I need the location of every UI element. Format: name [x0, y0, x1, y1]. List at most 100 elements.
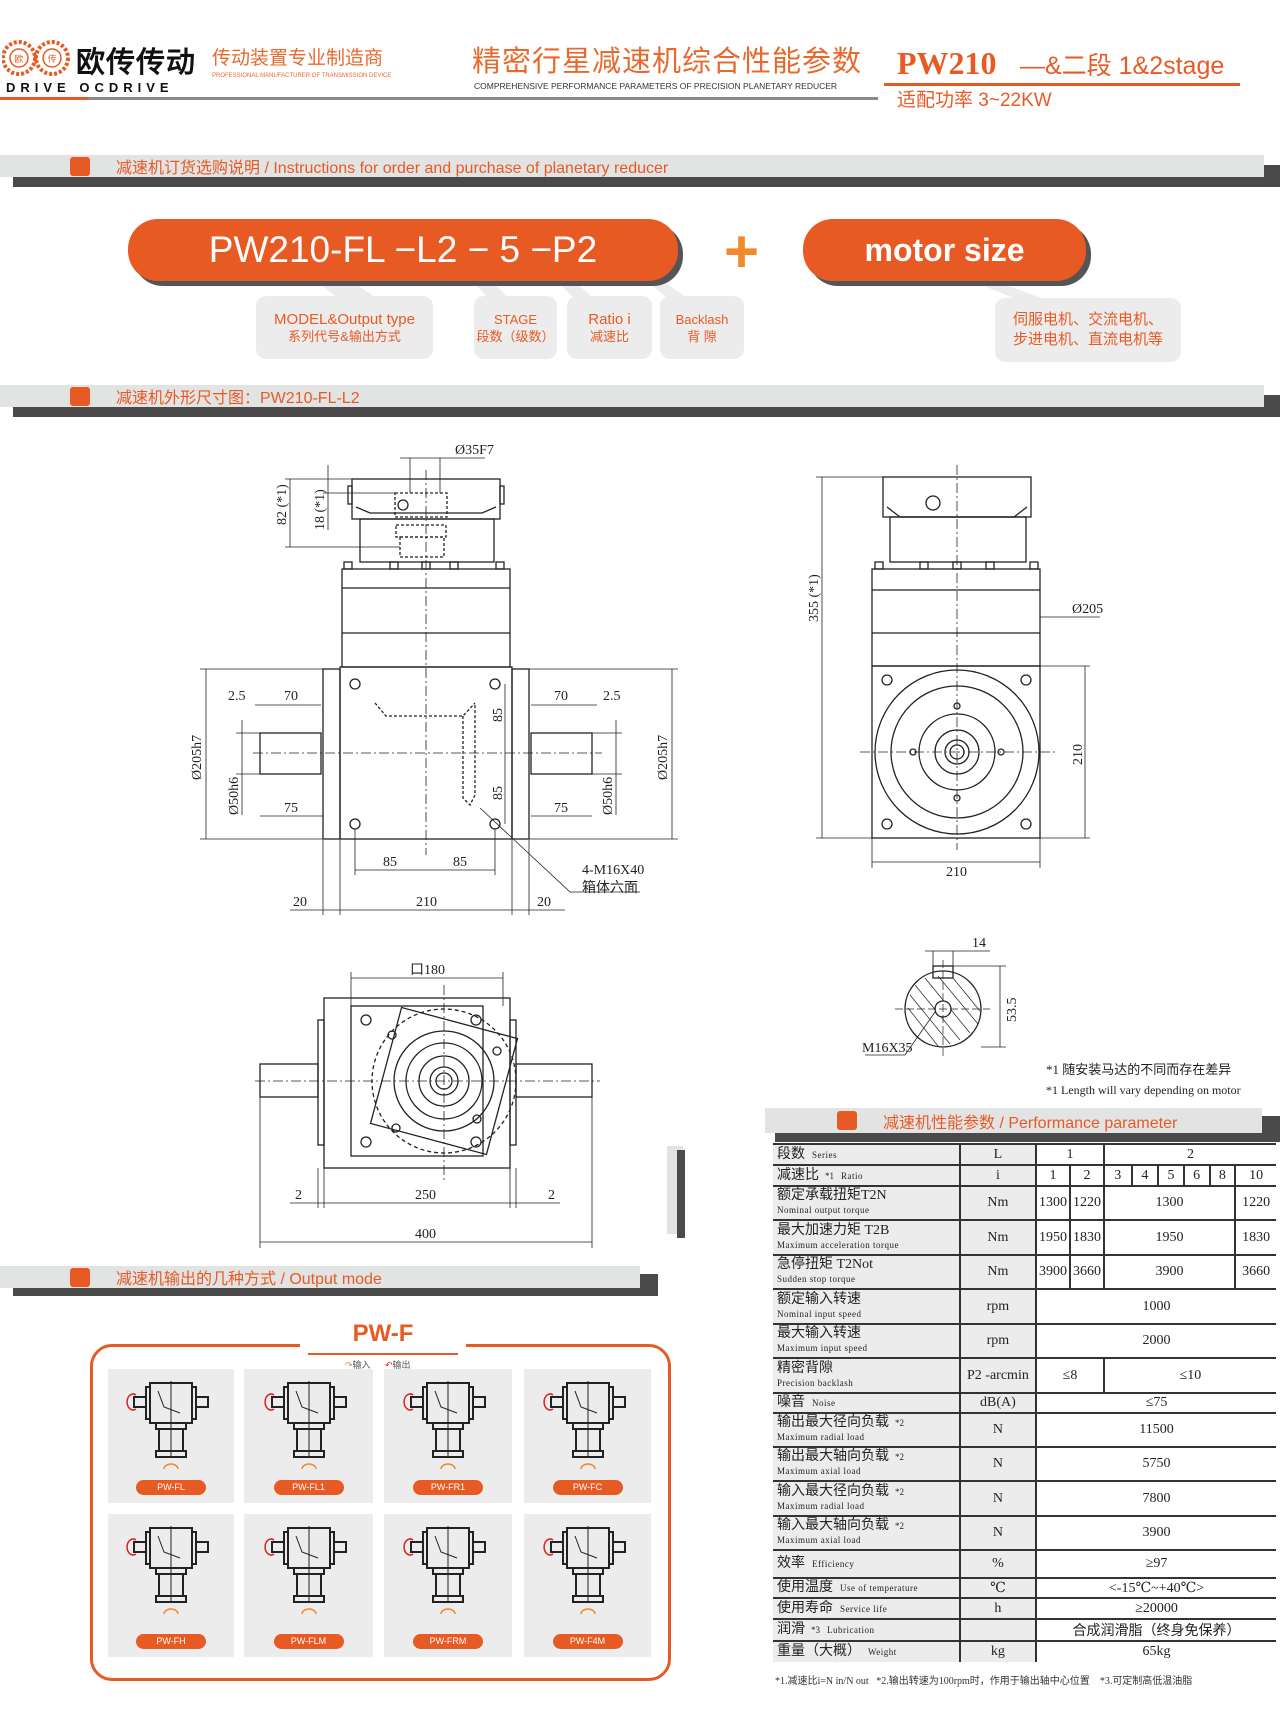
svg-text:传: 传: [47, 53, 56, 64]
param-value: 3: [1102, 1164, 1132, 1186]
svg-text:82 (*1): 82 (*1): [275, 484, 290, 525]
logo-name: 欧传传动: [76, 47, 197, 79]
section-title: 减速机性能参数 / Performance parameter: [883, 1114, 1178, 1132]
svg-text:2: 2: [548, 1188, 555, 1203]
output-type-tile: PW-FC: [524, 1369, 651, 1503]
param-value: 1000: [1035, 1288, 1276, 1324]
svg-text:Ø205h7: Ø205h7: [190, 735, 205, 780]
bottom-view-drawing: [255, 972, 600, 1248]
svg-text:75: 75: [284, 801, 298, 816]
param-unit: N: [958, 1446, 1037, 1481]
param-value: <-15℃~+40℃>: [1035, 1577, 1276, 1598]
slogan: 传动装置专业制造商: [212, 48, 384, 69]
note-en: *1 Length will vary depending on motor: [1046, 1083, 1241, 1097]
param-label: 润滑*3 Lubrication: [773, 1618, 960, 1641]
param-label: 效率 Efficiency: [773, 1549, 960, 1578]
gearbox-icon: [403, 1526, 486, 1615]
svg-text:53.5: 53.5: [1005, 998, 1020, 1023]
param-unit: N: [958, 1412, 1037, 1447]
output-type-tile: PW-FL: [108, 1369, 234, 1503]
param-unit: Nm: [958, 1219, 1037, 1255]
gearbox-icon: [542, 1381, 626, 1470]
header-divider: [0, 97, 878, 100]
param-unit: h: [958, 1597, 1037, 1619]
param-value: 1300: [1102, 1185, 1236, 1220]
header-divider-accent: [0, 97, 88, 100]
svg-text:250: 250: [415, 1188, 436, 1203]
param-value: 1300: [1035, 1185, 1070, 1220]
note-zh: *1 随安装马达的不同而存在差异: [1046, 1062, 1232, 1077]
output-type-tile: PW-FH: [108, 1514, 234, 1657]
svg-text:18 (*1): 18 (*1): [313, 489, 328, 530]
param-value: 1950: [1035, 1219, 1070, 1255]
param-value: 合成润滑脂（终身免保养）: [1035, 1618, 1276, 1641]
output-arrow-icon: ↶: [385, 1360, 393, 1370]
param-unit: N: [958, 1480, 1037, 1516]
decorative-bar-shadow: [677, 1150, 685, 1238]
series-underline: [308, 1353, 458, 1355]
param-value: 10: [1234, 1164, 1276, 1186]
svg-text:Ø35F7: Ø35F7: [455, 443, 494, 458]
param-value: 2000: [1035, 1323, 1276, 1358]
svg-text:85: 85: [491, 708, 506, 722]
param-unit: rpm: [958, 1323, 1037, 1358]
param-unit: ℃: [958, 1577, 1037, 1598]
param-unit: Nm: [958, 1185, 1037, 1220]
output-type-tile: PW-FL1: [244, 1369, 373, 1503]
legend-input: ↷输入: [345, 1360, 371, 1370]
output-type-tile: PW-FRM: [384, 1514, 512, 1657]
gearbox-icon: [263, 1381, 347, 1470]
param-label: 使用温度 Use of temperature: [773, 1577, 960, 1598]
section-marker-icon: [837, 1111, 857, 1130]
svg-text:M16X35: M16X35: [862, 1041, 913, 1056]
gearbox-icon: [126, 1381, 209, 1470]
svg-text:20: 20: [293, 895, 307, 910]
decorative-bar: [667, 1146, 683, 1234]
param-value: 2: [1102, 1143, 1276, 1165]
svg-text:Ø50h6: Ø50h6: [227, 777, 242, 815]
model-name: PW210: [897, 45, 997, 81]
param-value: 6: [1182, 1164, 1210, 1186]
output-type-tile: PW-FLM: [244, 1514, 373, 1657]
gearbox-icon: [542, 1526, 626, 1615]
logo-sub: DRIVE OCDRIVE: [6, 80, 174, 95]
param-unit: %: [958, 1549, 1037, 1578]
output-type-label: PW-F4M: [552, 1634, 623, 1649]
param-unit: i: [958, 1164, 1037, 1186]
legend-output: ↶输出: [385, 1360, 411, 1370]
param-value: 5750: [1035, 1446, 1276, 1481]
svg-text:355 (*1): 355 (*1): [807, 574, 822, 622]
svg-text:箱体六面: 箱体六面: [582, 880, 638, 896]
shaft-section-drawing: [865, 950, 1006, 1058]
param-value: 7800: [1035, 1480, 1276, 1516]
gearbox-icon: [403, 1381, 486, 1470]
svg-text:75: 75: [554, 801, 568, 816]
section-marker-icon: [70, 1267, 90, 1287]
param-value: 3660: [1069, 1254, 1104, 1289]
param-unit: dB(A): [958, 1392, 1037, 1413]
param-value: ≥20000: [1035, 1597, 1276, 1619]
svg-text:210: 210: [946, 865, 967, 880]
front-view-drawing: [200, 457, 678, 915]
param-value: 4: [1130, 1164, 1159, 1186]
svg-text:Ø50h6: Ø50h6: [601, 777, 616, 815]
section-title: 减速机输出的几种方式 / Output mode: [116, 1271, 382, 1288]
svg-text:2.5: 2.5: [228, 689, 246, 704]
svg-text:2.5: 2.5: [603, 689, 621, 704]
output-type-label: PW-FC: [552, 1480, 623, 1495]
svg-text:2: 2: [295, 1188, 302, 1203]
